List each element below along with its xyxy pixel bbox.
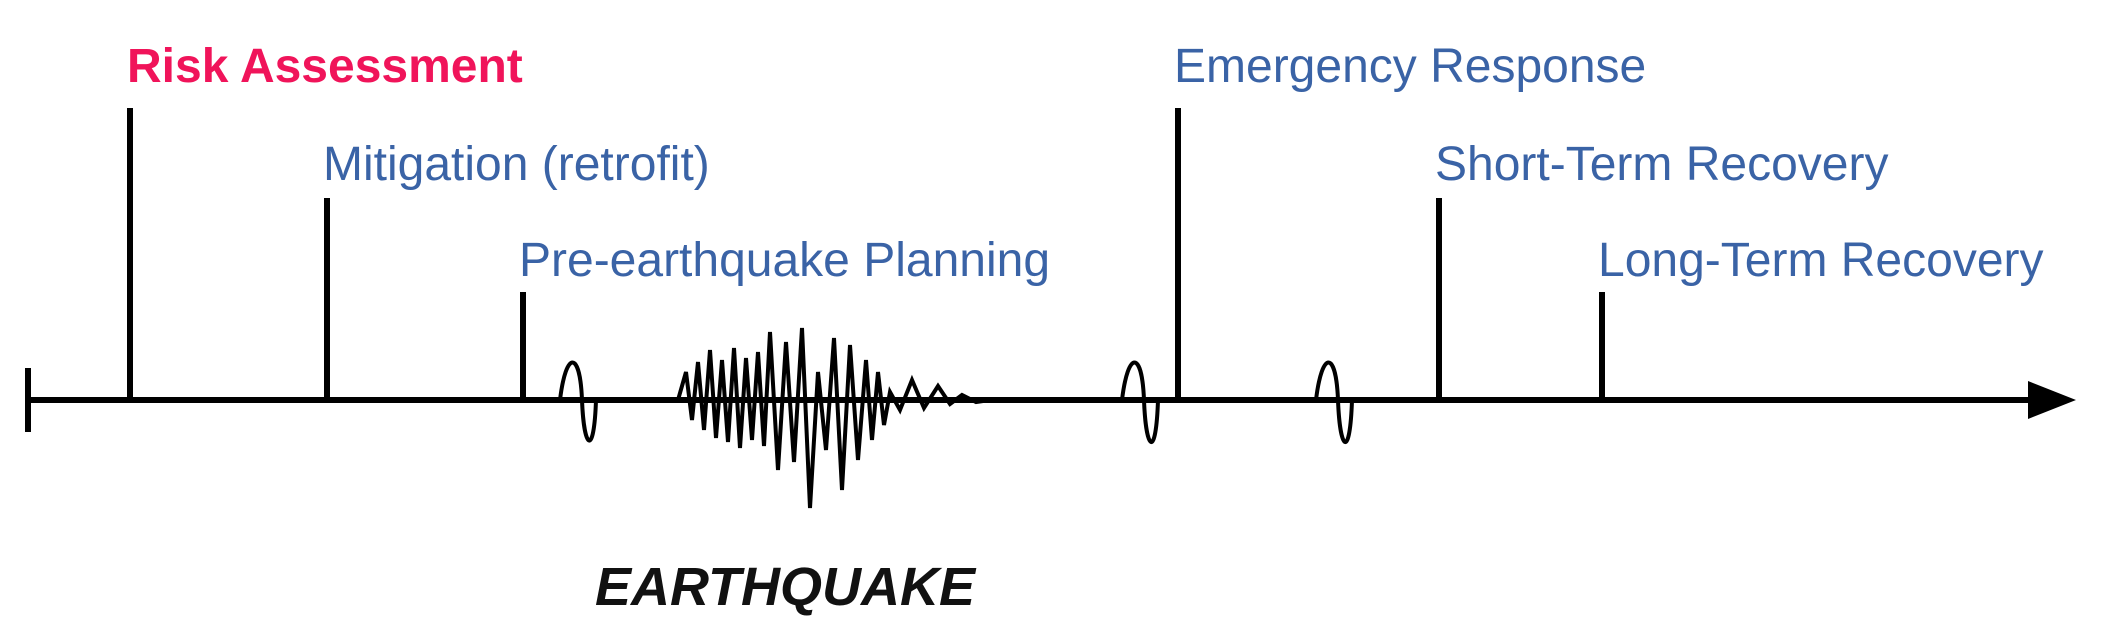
phase-label-short-term-recovery: Short-Term Recovery (1435, 138, 1888, 191)
phase-label-emergency-response: Emergency Response (1174, 40, 1646, 93)
phase-label-pre-earthquake-planning: Pre-earthquake Planning (519, 234, 1050, 287)
aftershock-wiggle-1 (1120, 360, 1160, 444)
foreshock-wiggle (558, 360, 598, 443)
aftershock-wiggle-2 (1314, 360, 1354, 444)
phase-label-mitigation: Mitigation (retrofit) (323, 138, 710, 191)
earthquake-label: EARTHQUAKE (595, 557, 977, 617)
phase-label-long-term-recovery: Long-Term Recovery (1598, 234, 2044, 287)
earthquake-seismogram (676, 327, 991, 509)
phase-label-risk-assessment: Risk Assessment (127, 40, 523, 93)
timeline-arrowhead (2028, 381, 2076, 419)
